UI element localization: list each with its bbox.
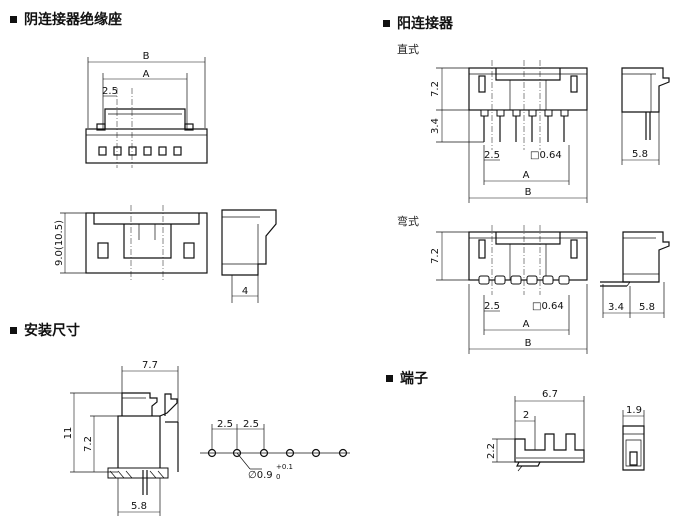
terminal-end-view: 1.9: [622, 405, 645, 471]
heading-female-housing-label: 阴连接器绝缘座: [24, 12, 122, 28]
dim-label-h34: 3.4: [430, 118, 441, 134]
dim-label-t19: 1.9: [626, 405, 642, 416]
dim-label-pin-size: □0.64: [530, 150, 562, 161]
dim-label-h72: 7.2: [83, 436, 94, 452]
dim-label-b: B: [525, 338, 532, 349]
dim-label-a: A: [523, 319, 530, 330]
female-housing-side-view: 4: [221, 209, 277, 303]
dim-label-pitch: 2.5: [484, 150, 500, 161]
square-bullet-icon: [383, 19, 390, 27]
dim-label-w58: 5.8: [131, 501, 147, 512]
dim-label-depth: 4: [242, 286, 248, 297]
dim-label-b: B: [143, 51, 150, 62]
heading-terminal-label: 端子: [400, 371, 428, 387]
pcb-hole-pattern: 2.5 2.5 ∅0.9 +0.1 0: [200, 419, 350, 481]
square-bullet-icon: [10, 326, 17, 334]
subheading-right-angle: 弯式: [397, 215, 419, 228]
dim-label-b: B: [525, 187, 532, 198]
dim-label-w58: 5.8: [639, 302, 655, 313]
dim-label-pitch: 2.5: [217, 419, 233, 430]
dim-label-h34: 3.4: [608, 302, 624, 313]
heading-terminal: 端子: [386, 368, 428, 388]
male-right-angle-front-view: 7.2 2.5 □0.64 A B: [430, 225, 588, 354]
male-straight-front-view: 7.2 3.4 2.5 □0.64 A B: [430, 60, 588, 203]
mounting-side-assembly: 7.7 11 7.2 5.8: [63, 360, 179, 516]
heading-mounting: 安装尺寸: [10, 320, 80, 340]
dim-label-pitch: 2.5: [102, 86, 118, 97]
dim-label-a: A: [143, 69, 150, 80]
dim-label-height: 9.0(10.5): [54, 220, 65, 266]
dim-label-pin-size: □0.64: [532, 301, 564, 312]
square-bullet-icon: [386, 374, 393, 382]
heading-female-housing: 阴连接器绝缘座: [10, 9, 122, 29]
dim-label-h11: 11: [63, 427, 74, 440]
female-housing-front-view: 9.0(10.5): [54, 205, 208, 280]
dim-label-pitch: 2.5: [484, 301, 500, 312]
heading-mounting-label: 安装尺寸: [24, 323, 80, 339]
dim-label-hole-tolerance-low: 0: [276, 473, 280, 481]
male-straight-side-view: 5.8: [621, 67, 670, 165]
dim-label-w58: 5.8: [632, 149, 648, 160]
subheading-straight: 直式: [397, 43, 419, 56]
dim-label-hole-tolerance: +0.1: [276, 463, 293, 471]
dim-label-h72: 7.2: [430, 248, 441, 264]
dim-label-h72: 7.2: [430, 81, 441, 97]
dim-label-hole-diameter: ∅0.9: [248, 470, 273, 481]
dim-label-a: A: [523, 170, 530, 181]
dim-label-t67: 6.7: [542, 389, 558, 400]
heading-male-connector: 阳连接器: [383, 13, 453, 33]
dim-label-t22: 2.2: [486, 443, 497, 459]
male-right-angle-side-view: 3.4 5.8: [600, 231, 670, 318]
square-bullet-icon: [10, 15, 17, 23]
heading-male-connector-label: 阳连接器: [397, 16, 453, 32]
female-housing-top-view: B A 2.5: [85, 51, 208, 168]
terminal-side-view: 6.7 2 2.2: [486, 389, 585, 472]
dim-label-t2: 2: [523, 410, 529, 421]
dim-label-pitch: 2.5: [243, 419, 259, 430]
dim-label-w77: 7.7: [142, 360, 158, 371]
